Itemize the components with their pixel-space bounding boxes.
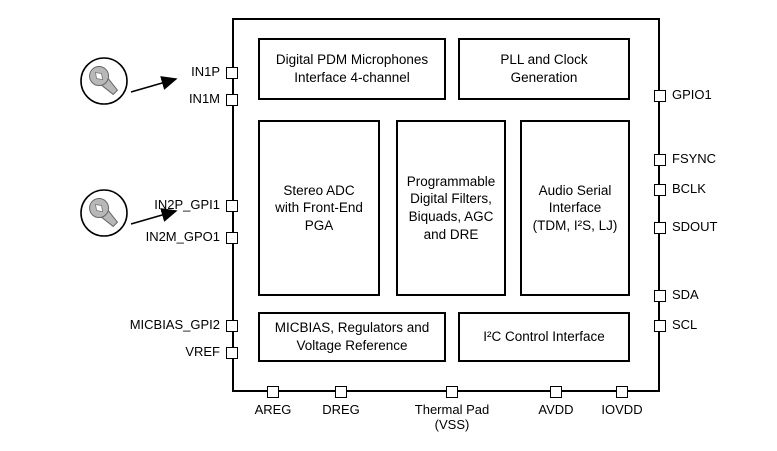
pin-label-avdd: AVDD bbox=[538, 402, 574, 417]
block-micbias-regulators: MICBIAS, Regulators and Voltage Referenc… bbox=[258, 312, 446, 362]
pin-micbias-gpi2 bbox=[226, 320, 238, 332]
pin-scl bbox=[654, 320, 666, 332]
block-label: Programmable bbox=[406, 173, 496, 189]
pin-avdd bbox=[550, 386, 562, 398]
pin-in1p bbox=[226, 67, 238, 79]
block-label: with Front-End bbox=[275, 200, 363, 216]
block-label: Voltage Reference bbox=[296, 338, 408, 353]
pin-label-gpio1: GPIO1 bbox=[672, 87, 712, 102]
block-label: Digital Filters, bbox=[410, 191, 492, 207]
arrow-right-icon bbox=[130, 208, 178, 225]
pin-in1m bbox=[226, 94, 238, 106]
pin-thermal-pad-vss bbox=[446, 386, 458, 398]
pin-in2m-gpo1 bbox=[226, 232, 238, 244]
pin-sda bbox=[654, 290, 666, 302]
pin-label-sdout: SDOUT bbox=[672, 219, 718, 234]
block-pdm-interface: Digital PDM Microphones Interface 4-chan… bbox=[258, 38, 446, 100]
block-pll-clock: PLL and Clock Generation bbox=[458, 38, 630, 100]
block-label: PLL and Clock bbox=[500, 52, 588, 68]
pin-dreg bbox=[335, 386, 347, 398]
pin-iovdd bbox=[616, 386, 628, 398]
block-label: Biquads, AGC bbox=[408, 209, 494, 224]
block-digital-filters: Programmable Digital Filters, Biquads, A… bbox=[396, 120, 506, 296]
pin-label-vref: VREF bbox=[185, 344, 220, 359]
pin-label-in2m-gpo1: IN2M_GPO1 bbox=[145, 229, 220, 244]
pin-bclk bbox=[654, 184, 666, 196]
pin-label-in1p: IN1P bbox=[191, 64, 220, 79]
pin-label-bclk: BCLK bbox=[672, 181, 706, 196]
pin-gpio1 bbox=[654, 90, 666, 102]
pin-areg bbox=[267, 386, 279, 398]
block-label: Interface 4-channel bbox=[294, 70, 410, 85]
pin-label-in2p-gpi1: IN2P_GPI1 bbox=[154, 197, 220, 212]
pin-label-thermal-pad: Thermal Pad (VSS) bbox=[392, 402, 512, 433]
pin-label-fsync: FSYNC bbox=[672, 151, 717, 166]
pin-label-areg: AREG bbox=[254, 402, 292, 417]
block-stereo-adc: Stereo ADC with Front-End PGA bbox=[258, 120, 380, 296]
block-audio-serial-interface: Audio Serial Interface (TDM, I²S, LJ) bbox=[520, 120, 630, 296]
pin-label-micbias-gpi2: MICBIAS_GPI2 bbox=[129, 317, 220, 332]
block-label: Digital PDM Microphones bbox=[275, 52, 429, 68]
arrow-right-icon bbox=[130, 76, 178, 93]
pin-label-scl: SCL bbox=[672, 317, 698, 332]
block-label: and DRE bbox=[423, 226, 479, 242]
block-label: Generation bbox=[510, 70, 578, 85]
pin-label-iovdd: IOVDD bbox=[601, 402, 643, 417]
pin-label-dreg: DREG bbox=[322, 402, 360, 417]
pin-vref bbox=[226, 347, 238, 359]
block-label: Audio Serial bbox=[538, 182, 612, 198]
block-label: Stereo ADC bbox=[283, 182, 355, 198]
block-label: I²C Control Interface bbox=[483, 329, 605, 345]
block-label: PGA bbox=[304, 217, 334, 233]
block-label: (TDM, I²S, LJ) bbox=[532, 217, 618, 233]
pin-in2p-gpi1 bbox=[226, 200, 238, 212]
block-label: Interface bbox=[548, 200, 602, 216]
pin-label-in1m: IN1M bbox=[188, 91, 220, 106]
block-i2c-control: I²C Control Interface bbox=[458, 312, 630, 362]
pin-fsync bbox=[654, 154, 666, 166]
pin-label-thermal-pad-line1: Thermal Pad bbox=[414, 402, 490, 417]
pin-label-thermal-pad-line2: (VSS) bbox=[434, 416, 470, 432]
pin-label-sda: SDA bbox=[672, 287, 699, 302]
pin-sdout bbox=[654, 222, 666, 234]
block-label: MICBIAS, Regulators and bbox=[274, 320, 430, 336]
